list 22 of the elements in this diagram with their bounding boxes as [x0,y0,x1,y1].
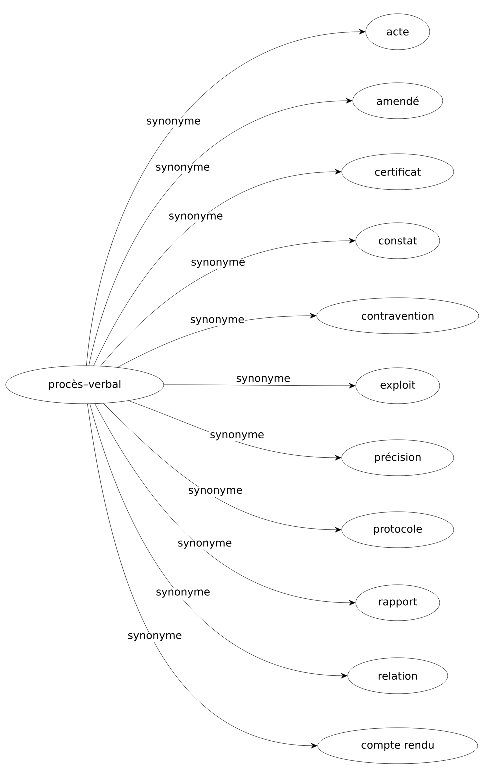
edge-label: synonyme [236,376,290,384]
arrow [103,403,342,533]
edge-label: synonyme [156,590,210,598]
arrow [100,238,356,366]
arrow [86,29,366,366]
edge-label: synonyme [147,118,200,127]
arrow [88,98,352,366]
edge-label: synonyme [192,260,245,268]
arrow [94,404,356,606]
arrow [118,313,316,368]
edge-label: synonyme [178,540,232,549]
edge-label: synonyme [210,432,264,441]
edge-label: synonyme [190,317,244,326]
arrow [128,400,342,461]
arrow [94,169,342,366]
arrow [90,404,348,679]
edge-label: synonyme [169,214,223,222]
edge-label: synonyme [189,488,242,496]
arrow [88,404,318,749]
edge-label: synonyme [128,633,182,642]
edge-label: synonyme [156,164,210,173]
arrow [164,383,356,389]
